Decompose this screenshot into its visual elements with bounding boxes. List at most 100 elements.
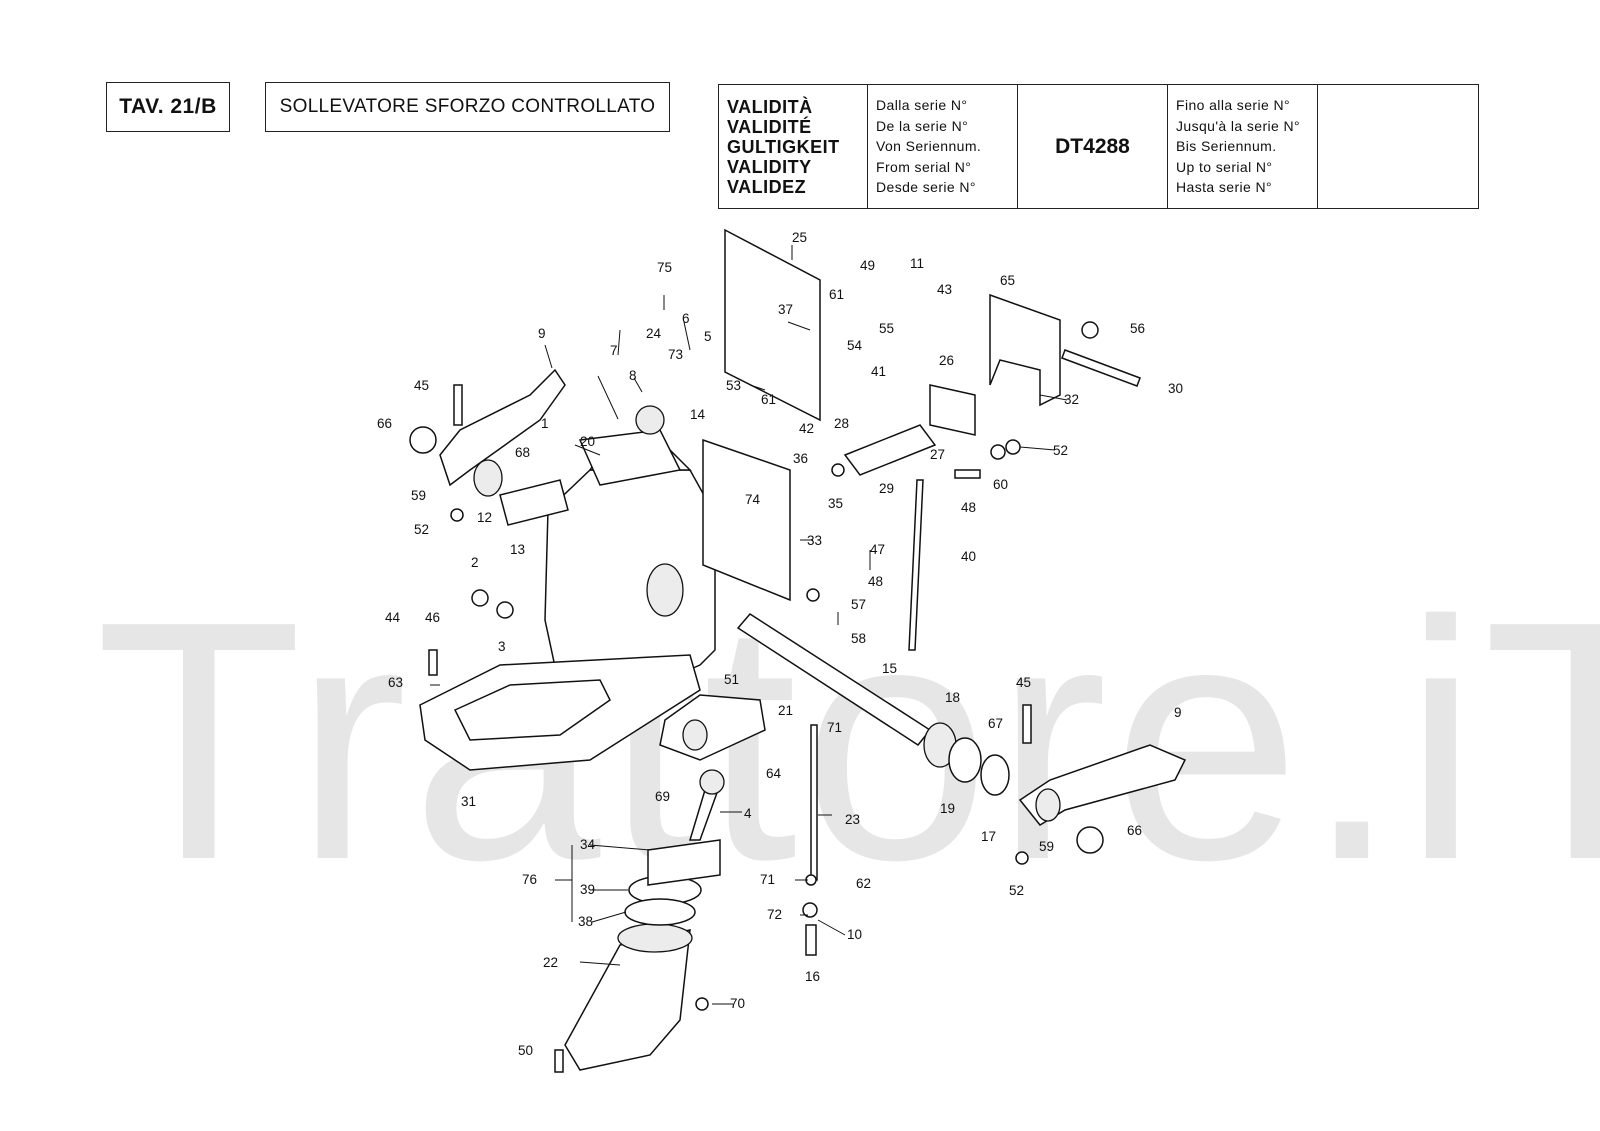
part-label: 7 [610,343,618,358]
part-label: 23 [845,812,860,827]
from-serial-label: Von Seriennum. [876,138,982,155]
part-label: 56 [1130,321,1145,336]
washer-70 [695,997,709,1011]
validity-label: VALIDITÀ [727,96,813,117]
part-label: 45 [1016,675,1031,690]
part-label: 40 [961,549,976,564]
part-label: 63 [388,675,403,690]
part-label: 66 [1127,823,1142,838]
part-label: 68 [515,445,530,460]
part-label: 70 [730,996,745,1011]
part-label: 66 [377,416,392,431]
part-label: 31 [461,794,476,809]
rod-ball [699,769,725,795]
housing-bore [646,563,684,617]
validity-labels: VALIDITÀ VALIDITÉ GULTIGKEIT VALIDITY VA… [718,84,868,209]
part-label: 62 [856,876,871,891]
validity-label: VALIDITY [727,156,812,177]
to-serial-label: Bis Seriennum. [1176,138,1277,155]
part-label: 53 [726,378,741,393]
part-label: 4 [744,806,752,821]
validity-label: GULTIGKEIT [727,136,840,157]
washer-52-right [1015,851,1029,865]
part-label: 17 [981,829,996,844]
ring-67 [980,754,1010,796]
circlip-66-left [409,426,437,454]
cover-plate-33 [702,438,791,602]
part-label: 18 [945,690,960,705]
part-label: 36 [793,451,808,466]
watermark: Trattore.iT [95,551,1600,931]
part-label: 71 [760,872,775,887]
cylinder-body [564,929,691,1071]
nut-56 [1081,321,1099,339]
part-label: 42 [799,421,814,436]
housing-base-inner [453,679,611,741]
part-label: 19 [940,801,955,816]
diagram-title: SOLLEVATORE SFORZO CONTROLLATO [265,82,670,132]
flange-26 [929,384,976,436]
part-label: 51 [724,672,739,687]
part-label: 14 [690,407,706,422]
part-label: 29 [879,481,894,496]
part-label: 61 [761,392,776,407]
part-label: 9 [1174,705,1182,720]
part-label: 12 [477,510,492,525]
part-label: 27 [930,447,945,462]
part-label: 47 [870,542,885,557]
part-label: 58 [851,631,866,646]
part-label: 32 [1064,392,1079,407]
part-label: 69 [655,789,670,804]
nut-60 [990,444,1006,460]
part-label: 64 [766,766,782,781]
part-label: 72 [767,907,782,922]
cylinder-top [617,923,693,953]
piston-34 [647,839,721,886]
part-label: 50 [518,1043,533,1058]
part-label: 74 [745,492,761,507]
part-label: 5 [704,329,712,344]
washer-52-left [450,508,464,522]
part-label: 59 [411,488,426,503]
to-serial-label: Hasta serie N° [1176,179,1273,196]
part-label: 41 [871,364,886,379]
part-label: 52 [414,522,429,537]
part-label: 48 [961,500,976,515]
part-label: 55 [879,321,894,336]
to-serial-labels: Fino alla serie N° Jusqu'à la serie N° B… [1167,84,1318,209]
part-label: 3 [498,639,506,654]
validity-table: VALIDITÀ VALIDITÉ GULTIGKEIT VALIDITY VA… [718,84,1479,209]
part-label: 61 [829,287,844,302]
part-label: 59 [1039,839,1054,854]
part-label: 76 [522,872,537,887]
part-label: 21 [778,703,793,718]
part-label: 22 [543,955,558,970]
from-serial-label: From serial N° [876,158,972,175]
part-label: 6 [682,311,690,326]
bushing-19 [948,737,982,783]
part-label: 48 [868,574,883,589]
from-serial-label: Desde serie N° [876,179,976,196]
part-label: 60 [993,477,1008,492]
part-label: 28 [834,416,849,431]
piston-ring-38 [624,898,696,926]
part-label: 25 [792,230,807,245]
washer-72 [802,902,818,918]
validity-label: VALIDEZ [727,176,807,197]
washer-57 [806,588,820,602]
leader-lines [430,245,1068,1005]
part-label: 13 [510,542,525,557]
arm-hub-left [473,459,503,497]
bolt-45-right [1022,704,1032,744]
pin-30 [1061,349,1141,387]
part-label: 52 [1053,443,1068,458]
lift-arm-right [1018,744,1187,826]
part-label: 49 [860,258,875,273]
part-label: 35 [828,496,843,511]
part-label: 2 [471,555,479,570]
sleeve-13 [499,479,569,526]
to-serial-label: Up to serial N° [1176,158,1273,175]
cover-plate-25 [724,228,821,422]
cap-14 [635,405,665,435]
part-label: 46 [425,610,440,625]
